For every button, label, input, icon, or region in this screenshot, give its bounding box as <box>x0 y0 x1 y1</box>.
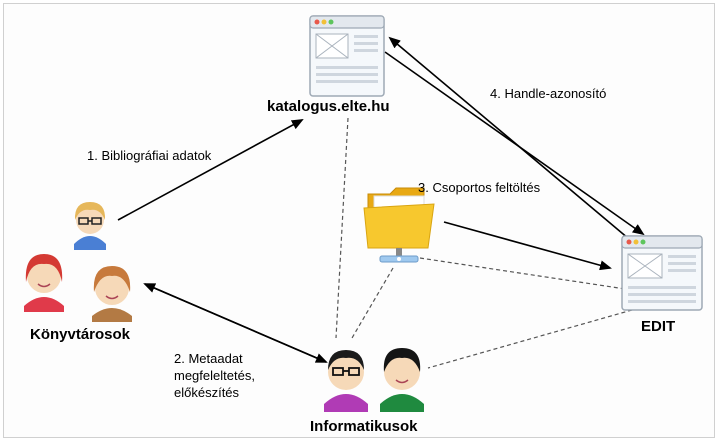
shared-folder-icon <box>363 187 435 263</box>
arrow-3-upload <box>443 221 612 271</box>
edge-label-2-line1: 2. Metaadat <box>174 351 243 366</box>
dashed-connectors <box>335 117 633 369</box>
edge-label-1: 1. Bibliográfiai adatok <box>87 148 212 163</box>
it-people-icon <box>324 348 424 412</box>
arrow-1-bibliographic <box>117 119 304 221</box>
librarians-people-icon <box>24 202 132 322</box>
arrow-4-handle-back <box>388 36 636 245</box>
dashed-line-edit-it <box>427 309 633 369</box>
edit-label: EDIT <box>641 318 676 335</box>
edge-label-4: 4. Handle-azonosító <box>490 86 607 101</box>
dashed-line-catalog-it <box>335 117 349 339</box>
catalog-label: katalogus.elte.hu <box>267 98 390 115</box>
edge-label-3: 3. Csoportos feltöltés <box>418 180 541 195</box>
edge-label-2-line3: előkészítés <box>174 385 240 400</box>
arrow-2-metadata-b <box>144 283 328 363</box>
it-label: Informatikusok <box>310 418 418 435</box>
librarians-label: Könyvtárosok <box>30 326 131 343</box>
catalog-window-icon <box>309 15 385 97</box>
edge-label-2-line2: megfeleltetés, <box>174 368 255 383</box>
arrows <box>117 36 645 363</box>
edit-window-icon <box>621 235 703 311</box>
dashed-line-edit-folder <box>419 257 633 291</box>
dashed-line-folder-it <box>351 267 394 339</box>
edge-label-2: 2. Metaadat megfeleltetés, előkészítés <box>174 350 255 401</box>
